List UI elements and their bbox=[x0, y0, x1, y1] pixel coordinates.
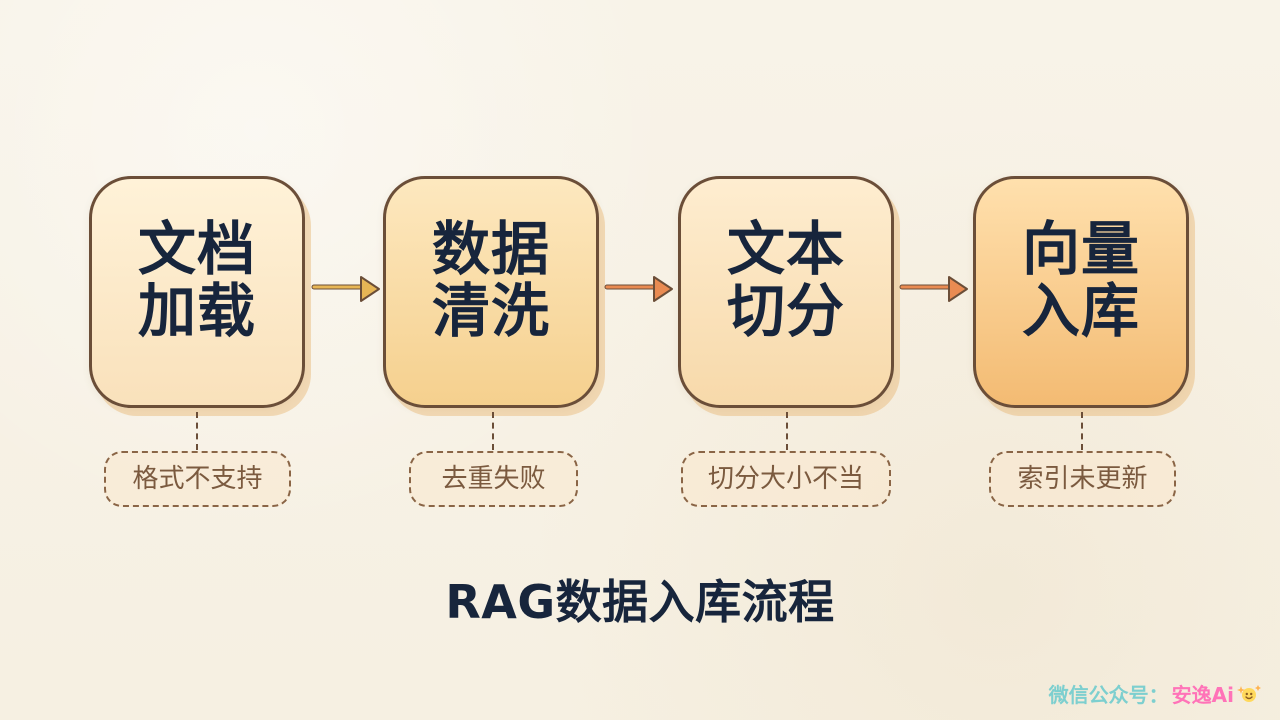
step-data-cleaning: 数据 清洗 bbox=[383, 176, 599, 408]
step-label-line-1: 向量 bbox=[1021, 215, 1140, 283]
step-card bbox=[973, 176, 1189, 408]
step-label-line-2: 入库 bbox=[1021, 277, 1140, 345]
step-text-splitting: 文本 切分 bbox=[678, 176, 894, 408]
step-vector-storage: 向量 入库 bbox=[973, 176, 1189, 408]
step-label-line-1: 数据 bbox=[431, 215, 550, 283]
step-label-line-2: 加载 bbox=[137, 277, 256, 345]
diagram-title: RAG数据入库流程 bbox=[445, 575, 835, 629]
step-card bbox=[89, 176, 305, 408]
issue-note: 格式不支持 bbox=[104, 451, 291, 507]
step-card bbox=[678, 176, 894, 408]
watermark-label: 微信公众号： bbox=[1048, 683, 1169, 707]
dashed-connector bbox=[786, 412, 790, 450]
step-label: 数据 清洗 bbox=[383, 218, 599, 342]
issue-note: 去重失败 bbox=[409, 451, 578, 507]
dashed-connector bbox=[196, 412, 200, 450]
step-label-line-1: 文本 bbox=[726, 215, 845, 283]
step-document-loading: 文档 加载 bbox=[89, 176, 305, 408]
sparkle-icon bbox=[1237, 685, 1261, 702]
right-arrow-icon bbox=[311, 276, 380, 302]
step-label: 向量 入库 bbox=[973, 218, 1189, 342]
issue-note: 索引未更新 bbox=[989, 451, 1176, 507]
step-label-line-2: 切分 bbox=[726, 277, 845, 345]
watermark-brand: 安逸Ai bbox=[1171, 683, 1234, 707]
watermark: 微信公众号： 安逸Ai bbox=[1049, 681, 1262, 709]
step-label: 文本 切分 bbox=[678, 218, 894, 342]
dashed-connector bbox=[492, 412, 496, 450]
step-label: 文档 加载 bbox=[89, 218, 305, 342]
dashed-connector bbox=[1081, 412, 1085, 450]
step-label-line-1: 文档 bbox=[137, 215, 256, 283]
right-arrow-icon bbox=[604, 276, 673, 302]
right-arrow-icon bbox=[899, 276, 968, 302]
issue-note: 切分大小不当 bbox=[681, 451, 891, 507]
step-label-line-2: 清洗 bbox=[431, 277, 550, 345]
step-card bbox=[383, 176, 599, 408]
